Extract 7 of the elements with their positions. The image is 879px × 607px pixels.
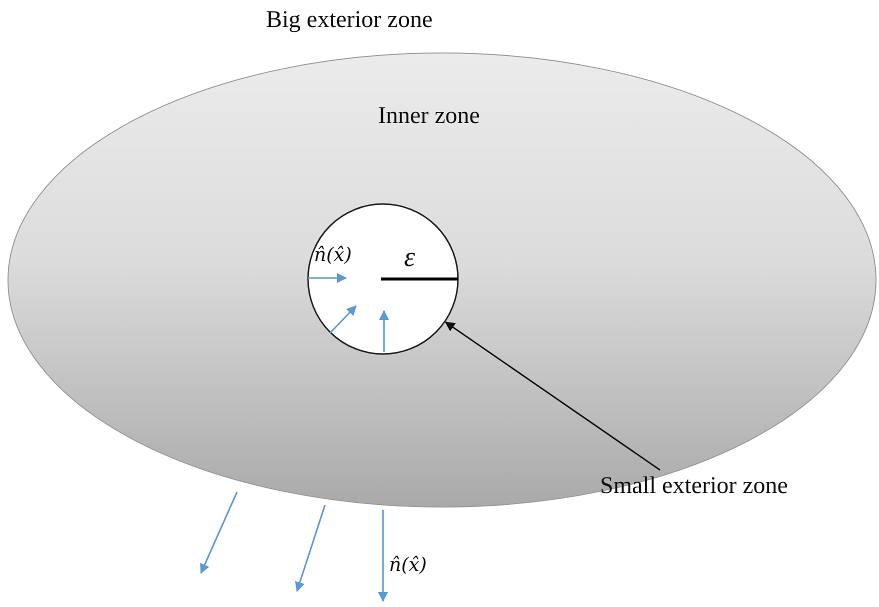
leader-arrow bbox=[444, 322, 660, 471]
radius-label: ε bbox=[404, 244, 416, 272]
zone-label: Small exterior zone bbox=[600, 474, 788, 498]
zone-label: Big exterior zone bbox=[266, 8, 433, 32]
zone-label: Inner zone bbox=[378, 104, 480, 128]
normal-label: n̂(x̂) bbox=[389, 556, 427, 575]
normal-label: n̂(x̂) bbox=[314, 246, 352, 265]
